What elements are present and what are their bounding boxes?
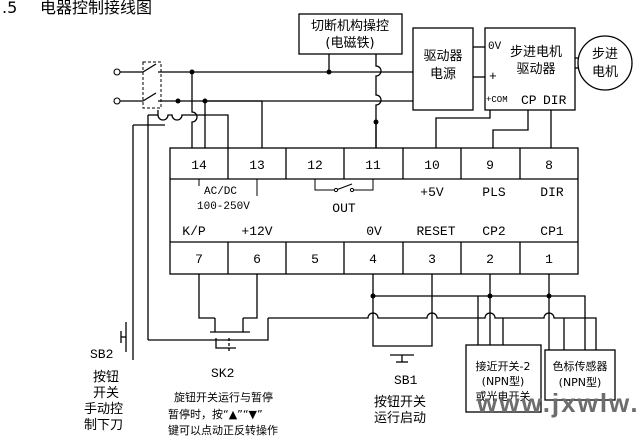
proximity-label-1: 接近开关-2 [476,359,531,373]
driver-power-box [412,27,474,111]
contact-point [349,187,355,193]
power-switch-blade-1 [142,63,157,73]
power-switch-blade-2 [142,92,157,102]
wire [191,72,198,148]
terminal-8: 8 [545,158,553,173]
driver-power-label-1: 驱动器 [423,49,462,64]
sb2-label-1: 按钮 [93,370,119,385]
motor-label-1: 步进 [592,47,618,62]
terminal-9: 9 [486,158,494,173]
driver-term-plus: + [489,69,497,84]
cutter-solenoid-box [298,13,403,55]
title-prefix: .5 [2,0,17,17]
watermark-text: www.jxwlw.cn [476,388,639,418]
terminal-row-bottom: 7 6 5 4 3 2 1 [195,242,553,274]
terminal-7: 7 [195,252,203,267]
wire [352,179,374,191]
wire [198,274,215,319]
color-sensor-box [544,349,616,401]
label-0v: 0V [366,224,382,239]
stepper-driver-label-1: 步进电机 [510,45,562,60]
terminal-14: 14 [191,158,207,173]
driver-term-com: +COM [486,95,508,105]
sk2-desc-2: 暂停时，按“▲”“▼” [168,407,263,421]
wire [412,274,433,347]
sb2-label-3: 手动控 [84,402,123,417]
wire [435,110,491,148]
label-plus12v: +12V [241,224,272,239]
sb2-label-4: 制下刀 [84,418,123,433]
wire [372,274,586,355]
label-cp2: CP2 [482,224,505,239]
out-contact [335,183,353,191]
wire [148,318,269,341]
driver-power-label-2: 电源 [430,67,456,82]
driver-term-cp: CP [521,93,537,108]
mains-terminal-l [113,68,121,76]
junction-dot [373,119,379,125]
stepper-driver-label-2: 驱动器 [516,62,555,77]
terminal-block [169,147,579,275]
label-pls: PLS [482,185,506,200]
cutter-label-2: (电磁铁) [325,36,374,51]
terminal-2: 2 [486,252,494,267]
wire [243,274,258,319]
wire [492,110,529,148]
terminal-row-top: 14 13 12 11 10 9 8 [191,148,553,179]
contact-point [333,187,339,193]
terminal-6: 6 [253,252,261,267]
diagram-title: 电器控制接线图 [40,0,152,17]
terminal-11: 11 [365,158,381,173]
sb1-name: SB1 [394,373,418,388]
proximity-sensor-box [465,344,542,413]
terminal-10: 10 [424,158,440,173]
sb2-name: SB2 [90,347,113,362]
driver-term-0v: 0V [488,41,502,53]
sb1-label-1: 按钮开关 [374,395,426,410]
terminal-3: 3 [428,252,436,267]
color-sensor-label-2: (NPN型) [559,375,602,389]
terminal-12: 12 [307,158,323,173]
wire [157,110,229,148]
stepper-motor-circle [577,35,633,91]
sk2-name: SK2 [211,366,234,381]
wire [268,312,597,355]
junction-dot [175,98,181,104]
terminal-4: 4 [369,252,377,267]
wire [375,54,382,148]
proximity-label-3: 或光电开关 [476,389,531,403]
wire [372,296,392,347]
label-cp1: CP1 [540,224,564,239]
label-plus5v: +5V [420,185,444,200]
wire [314,179,336,191]
proximity-label-2: (NPN型) [482,374,525,388]
label-reset: RESET [416,224,455,239]
power-switch-frame [142,61,162,109]
terminal-5: 5 [311,252,319,267]
terminal-1: 1 [545,252,553,267]
sb2-label-2: 开关 [93,386,119,401]
sk2-desc-3: 键可以点动正反转操作 [168,423,278,437]
label-dir: DIR [540,185,564,200]
sk2-desc-1: 旋钮开关运行与暂停 [174,390,273,404]
acdc-voltage-label: 100-250V [197,201,250,213]
driver-term-dir: DIR [543,93,567,108]
stepper-driver-box [484,27,576,111]
color-sensor-label-1: 色标传感器 [553,359,608,373]
out-label: OUT [332,201,356,216]
cutter-label-1: 切断机构操控 [311,18,389,34]
label-kp: K/P [182,224,206,239]
acdc-label: AC/DC [204,186,237,198]
sb1-label-2: 运行启动 [374,411,426,426]
terminal-13: 13 [249,158,265,173]
mains-terminal-n [113,97,121,105]
motor-label-2: 电机 [592,65,618,80]
